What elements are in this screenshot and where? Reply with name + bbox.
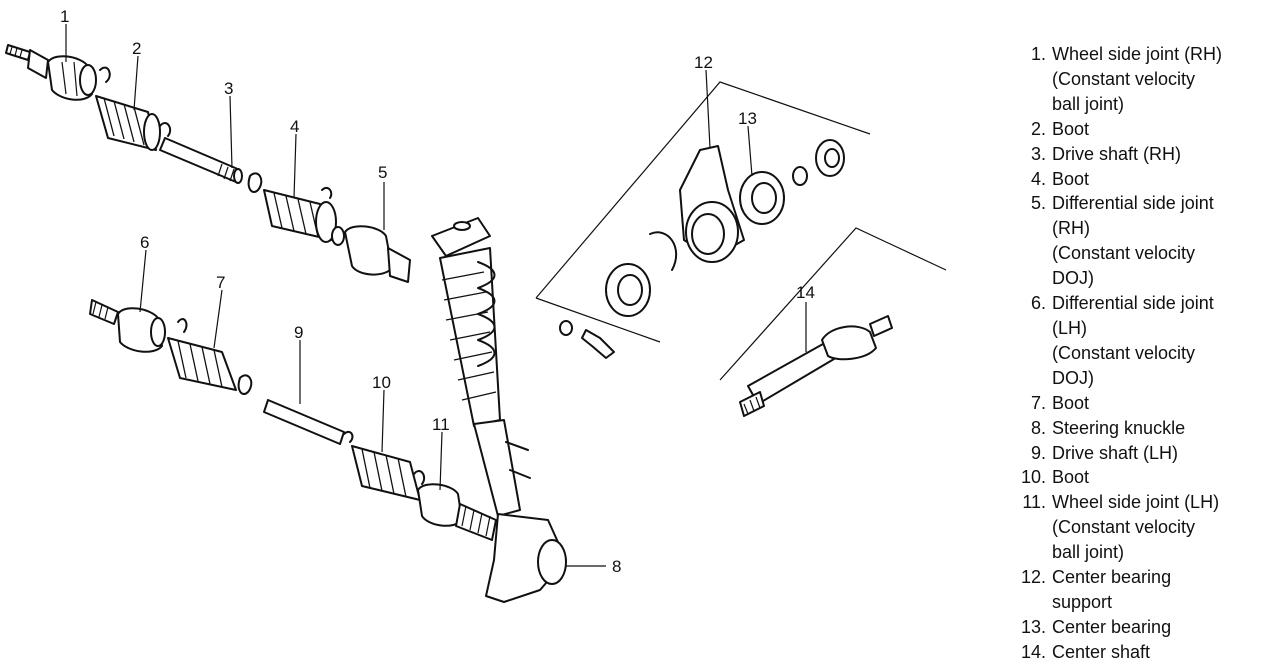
callout-3: 3 <box>224 79 233 98</box>
legend-text: Center shaft <box>1052 641 1151 662</box>
drive-shaft-lh <box>263 399 354 445</box>
legend-number: 14. <box>1020 641 1046 662</box>
lh-drive-shaft-assembly <box>89 299 497 541</box>
center-bearing-assembly <box>535 81 871 359</box>
legend-text: Wheel side joint (RH) (Constant velocity… <box>1052 44 1223 114</box>
legend-item-12: 12. Center bearing support <box>1010 565 1275 615</box>
wheel-side-joint-lh <box>417 483 497 541</box>
legend-item-2: 2. Boot <box>1010 117 1275 142</box>
differential-side-joint-rh <box>331 225 411 283</box>
callout-1: 1 <box>60 7 69 26</box>
legend-text: Drive shaft (RH) <box>1052 143 1182 164</box>
boot-7 <box>167 337 253 396</box>
legend-number: 5. <box>1030 193 1046 214</box>
legend-text: Steering knuckle <box>1052 417 1186 438</box>
callout-8: 8 <box>612 557 621 576</box>
legend-item-7: 7. Boot <box>1010 391 1275 416</box>
parts-legend: 1. Wheel side joint (RH) (Constant veloci… <box>1010 42 1275 665</box>
legend-item-1: 1. Wheel side joint (RH) (Constant veloci… <box>1010 42 1275 117</box>
leader-lines <box>65 24 807 567</box>
callout-9: 9 <box>294 323 303 342</box>
legend-number: 6. <box>1030 293 1046 314</box>
boot-2 <box>95 95 172 151</box>
callout-2: 2 <box>132 39 141 58</box>
callout-5: 5 <box>378 163 387 182</box>
legend-number: 2. <box>1030 118 1046 139</box>
legend-text: Boot <box>1052 168 1090 189</box>
legend-item-9: 9. Drive shaft (LH) <box>1010 441 1275 466</box>
callout-7: 7 <box>216 273 225 292</box>
boot-4 <box>263 186 337 243</box>
legend-number: 12. <box>1020 567 1046 588</box>
legend-text: Center bearing support <box>1052 567 1172 612</box>
callout-10: 10 <box>372 373 391 392</box>
legend-item-6: 6. Differential side joint (LH) (Constant… <box>1010 291 1275 391</box>
boot-10 <box>351 445 426 501</box>
legend-number: 9. <box>1030 442 1046 463</box>
legend-text: Boot <box>1052 467 1090 488</box>
legend-item-4: 4. Boot <box>1010 167 1275 192</box>
rh-drive-shaft-assembly <box>5 44 411 283</box>
legend-number: 13. <box>1020 616 1046 637</box>
callout-13: 13 <box>738 109 757 128</box>
legend-number: 11. <box>1022 492 1046 513</box>
legend-text: Drive shaft (LH) <box>1052 442 1179 463</box>
callout-6: 6 <box>140 233 149 252</box>
legend-number: 8. <box>1030 417 1046 438</box>
legend-item-8: 8. Steering knuckle <box>1010 416 1275 441</box>
legend-text: Differential side joint (LH) (Constant v… <box>1052 293 1214 388</box>
legend-number: 4. <box>1030 168 1046 189</box>
drive-shaft-rh <box>159 137 263 194</box>
wheel-side-joint-rh <box>5 44 111 101</box>
differential-side-joint-lh <box>89 299 188 353</box>
legend-number: 1. <box>1030 44 1046 64</box>
legend-item-5: 5. Differential side joint (RH) (Constant… <box>1010 191 1275 291</box>
callout-14: 14 <box>796 283 815 302</box>
callout-4: 4 <box>290 117 299 136</box>
legend-item-3: 3. Drive shaft (RH) <box>1010 142 1275 167</box>
callout-12: 12 <box>694 53 713 72</box>
callout-11: 11 <box>432 415 450 434</box>
legend-item-14: 14. Center shaft <box>1010 640 1275 665</box>
legend-item-11: 11. Wheel side joint (LH) (Constant veloc… <box>1010 490 1275 565</box>
strut-and-steering-knuckle <box>431 217 567 603</box>
legend-number: 7. <box>1030 392 1046 413</box>
callout-numbers: 1 2 3 4 5 6 7 8 9 10 11 12 13 14 <box>60 7 815 576</box>
legend-number: 3. <box>1030 143 1046 164</box>
legend-item-13: 13. Center bearing <box>1010 615 1275 640</box>
legend-text: Differential side joint (RH) (Constant v… <box>1052 193 1214 289</box>
legend-item-10: 10. Boot <box>1010 465 1275 490</box>
legend-text: Wheel side joint (LH) (Constant velocity… <box>1052 492 1220 563</box>
legend-text: Center bearing <box>1052 616 1172 637</box>
legend-text: Boot <box>1052 392 1090 413</box>
legend-number: 10. <box>1020 467 1046 488</box>
legend-text: Boot <box>1052 118 1090 139</box>
center-shaft <box>719 227 947 417</box>
exploded-drive-shaft-diagram: 1 2 3 4 5 6 7 8 9 10 11 12 13 14 <box>5 7 947 603</box>
